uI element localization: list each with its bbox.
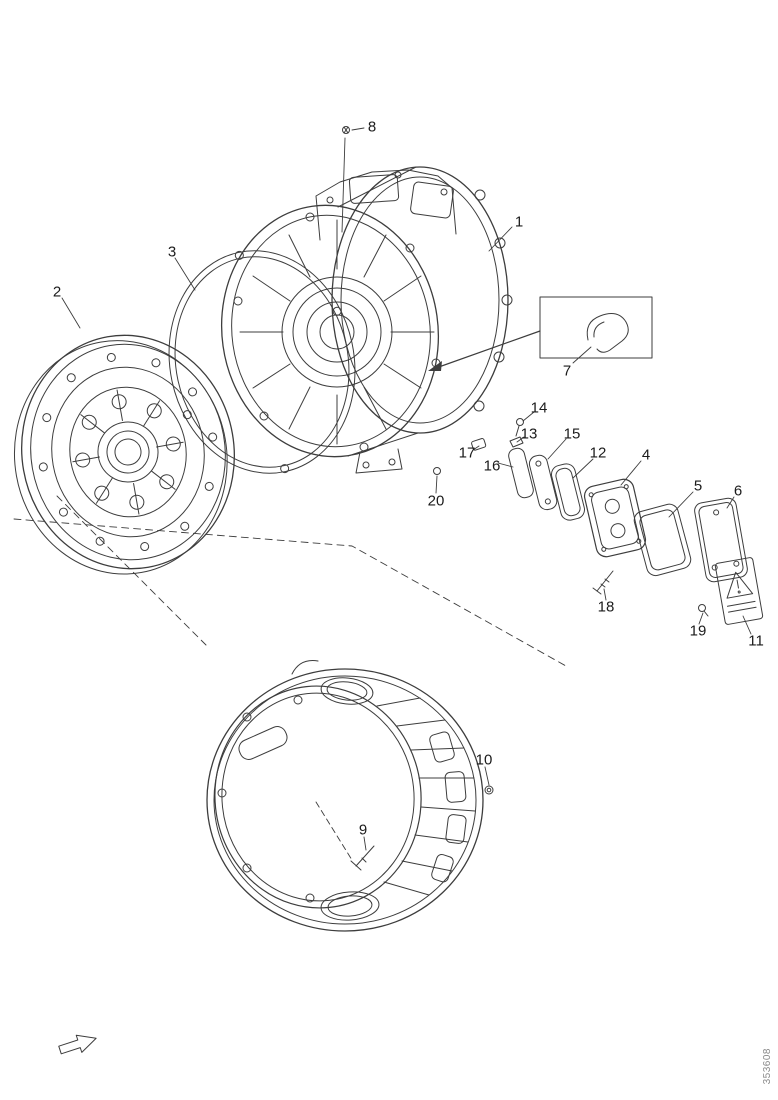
part-15-plate bbox=[528, 454, 558, 511]
part-8-screw bbox=[341, 126, 350, 233]
part-drum-housing bbox=[206, 660, 484, 932]
warning-triangle-icon bbox=[726, 571, 754, 599]
part-10-screw bbox=[484, 785, 494, 795]
part-13-clip bbox=[509, 436, 524, 448]
part-7-detail-box bbox=[428, 296, 653, 371]
part-11-warning-label bbox=[714, 557, 764, 625]
direction-arrow-icon bbox=[58, 1034, 97, 1055]
part-9-screw bbox=[350, 845, 375, 871]
part-5-gasket bbox=[633, 503, 692, 577]
part-18-screw bbox=[592, 570, 614, 595]
part-16-plate bbox=[508, 447, 534, 499]
part-14-screw bbox=[515, 418, 524, 437]
callout-leader-lines bbox=[61, 127, 752, 851]
part-20-washer bbox=[433, 467, 441, 475]
drawing-number: 353608 bbox=[762, 1047, 773, 1084]
part-4-cover bbox=[583, 478, 647, 558]
part-17-fitting bbox=[471, 438, 487, 451]
assembly-alignment-lines bbox=[13, 495, 567, 667]
part-19-screw bbox=[698, 604, 709, 617]
part-1-flywheel-housing bbox=[220, 166, 513, 474]
part-12-plate bbox=[550, 463, 586, 521]
part-6-plate bbox=[694, 497, 748, 583]
part-2-flywheel bbox=[13, 334, 235, 575]
